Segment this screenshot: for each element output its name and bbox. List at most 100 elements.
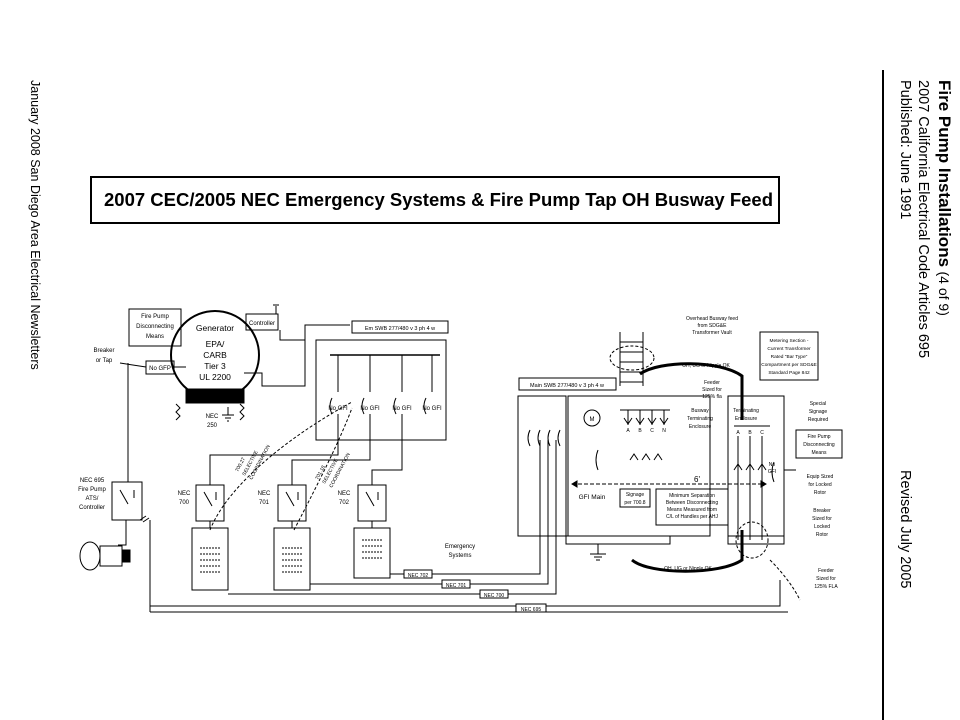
generator-ul: UL 2200 (199, 372, 231, 382)
fp-disconnect-line2: Disconnecting (136, 324, 174, 330)
metering-line2: Current Transformer (767, 346, 811, 352)
overhead-busway (619, 332, 644, 386)
emergency-systems-line2: Systems (448, 553, 471, 559)
motor-end (79, 541, 101, 571)
generator-base (185, 388, 245, 404)
busway-highlight (609, 345, 655, 371)
main-swb-label-box (518, 377, 617, 391)
main-swb-label: Main SWB 277/480 v 3 ph 4 w (530, 383, 604, 389)
feeder125-line2: Sized for (702, 387, 722, 393)
em-feeders (209, 414, 403, 485)
header-rule (882, 70, 884, 720)
signage-box (619, 488, 651, 508)
fp-disconnect2-line1: Fire Pump (807, 434, 830, 440)
ground-symbol (222, 407, 234, 422)
generator-epa: EPA/ (206, 339, 225, 349)
controller-antenna (273, 304, 279, 314)
panel-702-circuits (362, 539, 382, 559)
emergency-systems-line1: Emergency (445, 544, 475, 550)
metering-line4: Compartment per SDG&E (761, 362, 816, 368)
nec701-line2: 701 (259, 500, 270, 506)
busway-term-line2: Terminating (687, 416, 713, 422)
main-swb-ground (590, 544, 606, 561)
special-signage-line2: Signage (809, 409, 828, 415)
breaker-sized-line4: Rotor (816, 532, 829, 538)
generator-label: Generator (196, 323, 234, 333)
special-signage-line1: Special (810, 401, 826, 407)
fp-disconnect-line3: Means (146, 334, 164, 340)
panel-702 (353, 527, 391, 579)
nec695-ats-line3: ATS/ (86, 496, 99, 502)
abcn-a: A (626, 428, 630, 434)
signage-line2: per 700.8 (624, 500, 645, 506)
feeder-700 (228, 440, 557, 595)
feeder-fla-line2: Sized for (816, 576, 836, 582)
panel-701-circuits (282, 547, 302, 573)
busway-term-arrows (623, 417, 669, 425)
equip-sized-line3: Rotor (814, 490, 827, 496)
ats-702-switch (365, 491, 379, 507)
nec702-line1: NEC (338, 491, 351, 497)
generator-springs (175, 403, 245, 421)
motor-coupling (122, 549, 131, 563)
oh-ug-bottom: OH, UG or Nipple OK (664, 566, 712, 572)
nec250-line2: 250 (207, 423, 218, 429)
fp-ats-leads (127, 363, 150, 523)
diagram-title: 2007 CEC/2005 NEC Emergency Systems & Fi… (104, 189, 773, 210)
signage-line1: Signage (626, 492, 645, 498)
breaker-tap-line1: Breaker (93, 348, 114, 354)
em-swb-label: Em SWB 277/480 v 3 ph 4 w (365, 326, 435, 332)
busway-term-bus (620, 409, 670, 425)
main-swb-left-section (517, 395, 567, 537)
motor-lead (118, 520, 127, 546)
fire-pump-motor (99, 545, 123, 567)
controller-box (245, 313, 279, 331)
busway-term-line3: Enclosure (689, 424, 711, 430)
terminating-line1: Terminating (733, 408, 759, 414)
six-ft-label: 6' (694, 475, 700, 484)
breaker-tap-line2: or Tap (96, 358, 113, 364)
fp-disconnect2-line3: Means (811, 450, 827, 456)
nec701-tag (441, 579, 471, 589)
nec700-line2: 700 (179, 500, 190, 506)
panel-701 (273, 527, 311, 591)
abc-c: C (760, 430, 764, 436)
controller-lead (279, 330, 305, 341)
min-sep-line4: C/L of Handles per AHJ (666, 514, 719, 520)
nec701-line1: NEC (258, 491, 271, 497)
fp-breaker-arrows (733, 463, 767, 471)
nec695-tag-label: NEC 695 (521, 607, 542, 613)
ats-701-switch (285, 491, 299, 507)
min-sep-line1: Minimum Separation (669, 493, 715, 499)
min-sep-line3: Means Measured from (667, 507, 717, 513)
generator-tier: Tier 3 (204, 361, 226, 371)
equip-sized-line2: for Locked (808, 482, 832, 488)
fp-term-conductors (737, 436, 763, 540)
special-signage-line3: Required (808, 417, 829, 423)
abc-a: A (736, 430, 740, 436)
gfi-main-breaker (595, 449, 599, 471)
no-gfp-label: No GFP (149, 366, 171, 372)
feeder125-line1: Feeder (704, 380, 720, 386)
coord-arc-701 (293, 407, 353, 531)
em-swb-breaker-legs (337, 355, 433, 392)
fp-conduit-highlight (735, 521, 769, 559)
feeder-fla-pointer (769, 559, 801, 601)
fp-disconnect-line1: Fire Pump (141, 314, 169, 320)
nec695-ats-line4: Controller (79, 505, 105, 511)
nec700-tag (479, 589, 509, 599)
breaker-sized-line2: Sized for (812, 516, 832, 522)
metering-box (759, 331, 819, 381)
feeder125-line3: 125% fla (702, 394, 722, 400)
em-no-gfi-3: No GFI (392, 406, 412, 412)
nec702-tag (403, 569, 433, 579)
breaker-leads (119, 362, 186, 368)
terminating-line2: Enclosure (735, 416, 757, 422)
fp-ats-switch (119, 489, 135, 505)
busway-term-line1: Busway (691, 408, 709, 414)
fp-ats-box (111, 481, 143, 521)
generator-carb: CARB (203, 350, 227, 360)
equip-sized-line1: Equip Sized (807, 474, 834, 480)
no-gfi2-line1: No (769, 462, 776, 468)
gen-to-emswb (244, 324, 350, 387)
